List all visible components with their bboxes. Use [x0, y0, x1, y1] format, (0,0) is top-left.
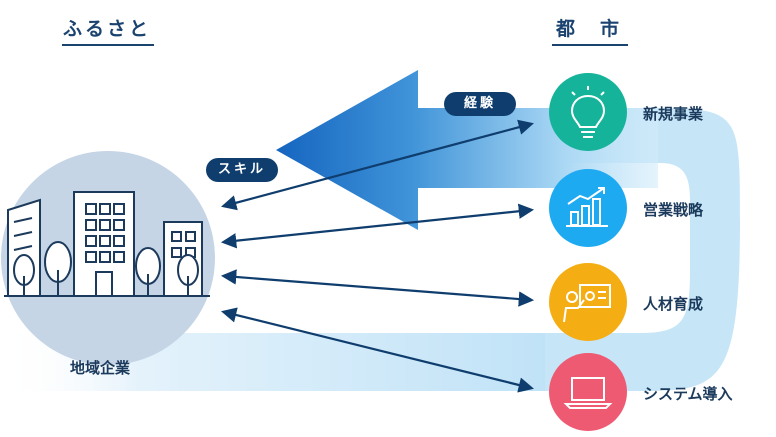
arrow-system-introduction	[221, 307, 534, 393]
heading-hometown: ふるさと	[62, 18, 151, 40]
presentation-icon	[563, 284, 611, 323]
item-label-new-business: 新規事業	[643, 105, 704, 123]
arrow-new-business	[221, 119, 534, 211]
circle-new-business	[549, 73, 627, 151]
skill-pill: スキル	[206, 158, 278, 182]
experience-pill: 経験	[444, 92, 516, 116]
company-label: 地域企業	[70, 359, 131, 377]
circle-system-introduction	[549, 353, 627, 431]
item-label-hr-development: 人材育成	[643, 295, 704, 313]
heading-city-underline	[552, 44, 628, 46]
growth-chart-icon	[566, 187, 608, 227]
laptop-icon	[563, 377, 613, 409]
u-turn-flow	[545, 108, 740, 391]
arrow-sales-strategy	[220, 203, 535, 249]
item-label-system-introduction: システム導入	[643, 385, 733, 403]
arrow-hr-development	[220, 269, 535, 307]
circle-hr-development	[549, 263, 627, 341]
circle-sales-strategy	[549, 169, 627, 247]
item-label-sales-strategy: 営業戦略	[643, 201, 704, 219]
lightbulb-icon	[570, 86, 606, 138]
heading-hometown-underline	[62, 44, 154, 46]
heading-city: 都 市	[555, 18, 622, 40]
local-company-illustration	[1, 151, 215, 365]
